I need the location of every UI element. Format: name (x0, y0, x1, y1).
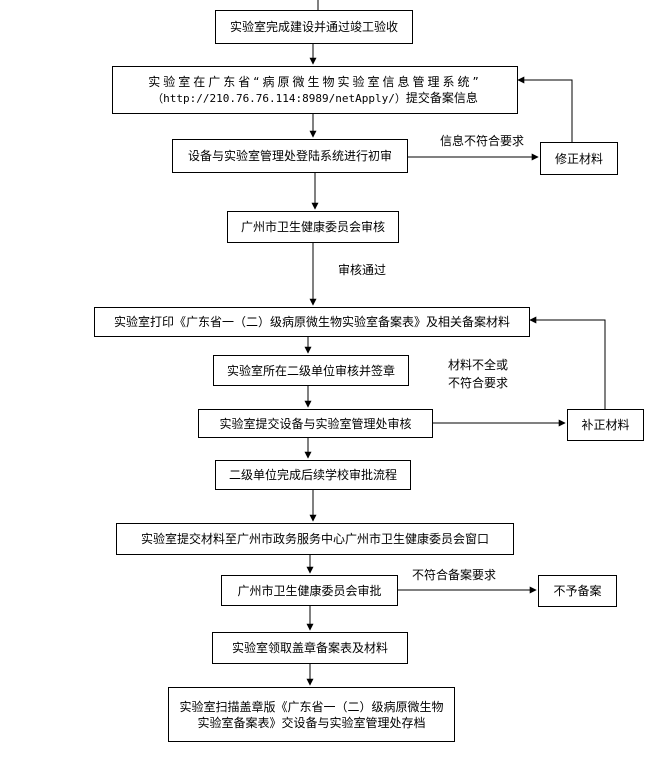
step-archive: 实验室扫描盖章版《广东省一（二）级病原微生物 实验室备案表》交设备与实验室管理处… (168, 687, 455, 742)
step-school-approval-text: 二级单位完成后续学校审批流程 (228, 468, 397, 482)
step-municipal-approval: 广州市卫生健康委员会审批 (221, 575, 398, 606)
label-incomplete-line2: 不符合要求 (448, 376, 509, 390)
not-filed-text: 不予备案 (553, 584, 602, 598)
step-completion-acceptance-text: 实验室完成建设并通过竣工验收 (229, 20, 398, 34)
arrow-revise-s2 (517, 76, 573, 142)
arrow-supplement-s5 (529, 316, 606, 409)
step-initial-review-text: 设备与实验室管理处登陆系统进行初审 (187, 149, 392, 163)
step-submit-info-line1: 实验室在广东省“病原微生物实验室信息管理系统” (148, 74, 482, 89)
step-submit-window: 实验室提交材料至广州市政务服务中心广州市卫生健康委员会窗口 (116, 523, 514, 555)
label-review-passed: 审核通过 (338, 263, 387, 277)
step-submit-window-text: 实验室提交材料至广州市政务服务中心广州市卫生健康委员会窗口 (140, 532, 489, 546)
not-filed-box: 不予备案 (538, 575, 617, 607)
step-submit-department: 实验室提交设备与实验室管理处审核 (198, 409, 433, 438)
step-submit-info-line2-rest: 提交备案信息 (405, 90, 478, 105)
step-initial-review: 设备与实验室管理处登陆系统进行初审 (172, 139, 408, 173)
system-url-text: （http://210.76.76.114:8989/netApply/） (152, 91, 406, 105)
step-collect-form-text: 实验室领取盖章备案表及材料 (231, 641, 388, 655)
step-completion-acceptance: 实验室完成建设并通过竣工验收 (215, 10, 413, 44)
step-municipal-review-text: 广州市卫生健康委员会审核 (240, 220, 385, 234)
label-incomplete-line1: 材料不全或 (448, 358, 509, 372)
supplement-materials-text: 补正材料 (581, 418, 630, 432)
step-submit-department-text: 实验室提交设备与实验室管理处审核 (219, 416, 412, 431)
revise-materials-text: 修正材料 (554, 151, 603, 166)
step-collect-form: 实验室领取盖章备案表及材料 (212, 632, 408, 664)
label-info-not-meet: 信息不符合要求 (440, 134, 525, 148)
step-municipal-review: 广州市卫生健康委员会审核 (227, 211, 399, 243)
step-submit-info-line2: （http://210.76.76.114:8989/netApply/）提交备… (152, 90, 478, 107)
step-archive-line2: 实验室备案表》交设备与实验室管理处存档 (197, 715, 426, 730)
revise-materials-box: 修正材料 (540, 142, 618, 175)
step-municipal-approval-text: 广州市卫生健康委员会审批 (237, 583, 382, 598)
label-not-meet-filing: 不符合备案要求 (412, 568, 497, 582)
step-unit-review: 实验室所在二级单位审核并签章 (213, 355, 409, 386)
step-submit-info: 实验室在广东省“病原微生物实验室信息管理系统” （http://210.76.7… (112, 66, 518, 114)
label-incomplete: 材料不全或 不符合要求 (448, 356, 508, 392)
step-print-form: 实验室打印《广东省一（二）级病原微生物实验室备案表》及相关备案材料 (94, 307, 530, 337)
step-unit-review-text: 实验室所在二级单位审核并签章 (226, 363, 395, 378)
step-print-form-text: 实验室打印《广东省一（二）级病原微生物实验室备案表》及相关备案材料 (113, 315, 510, 329)
step-school-approval: 二级单位完成后续学校审批流程 (215, 460, 411, 490)
step-archive-line1: 实验室扫描盖章版《广东省一（二）级病原微生物 (179, 699, 444, 714)
supplement-materials-box: 补正材料 (567, 409, 644, 441)
